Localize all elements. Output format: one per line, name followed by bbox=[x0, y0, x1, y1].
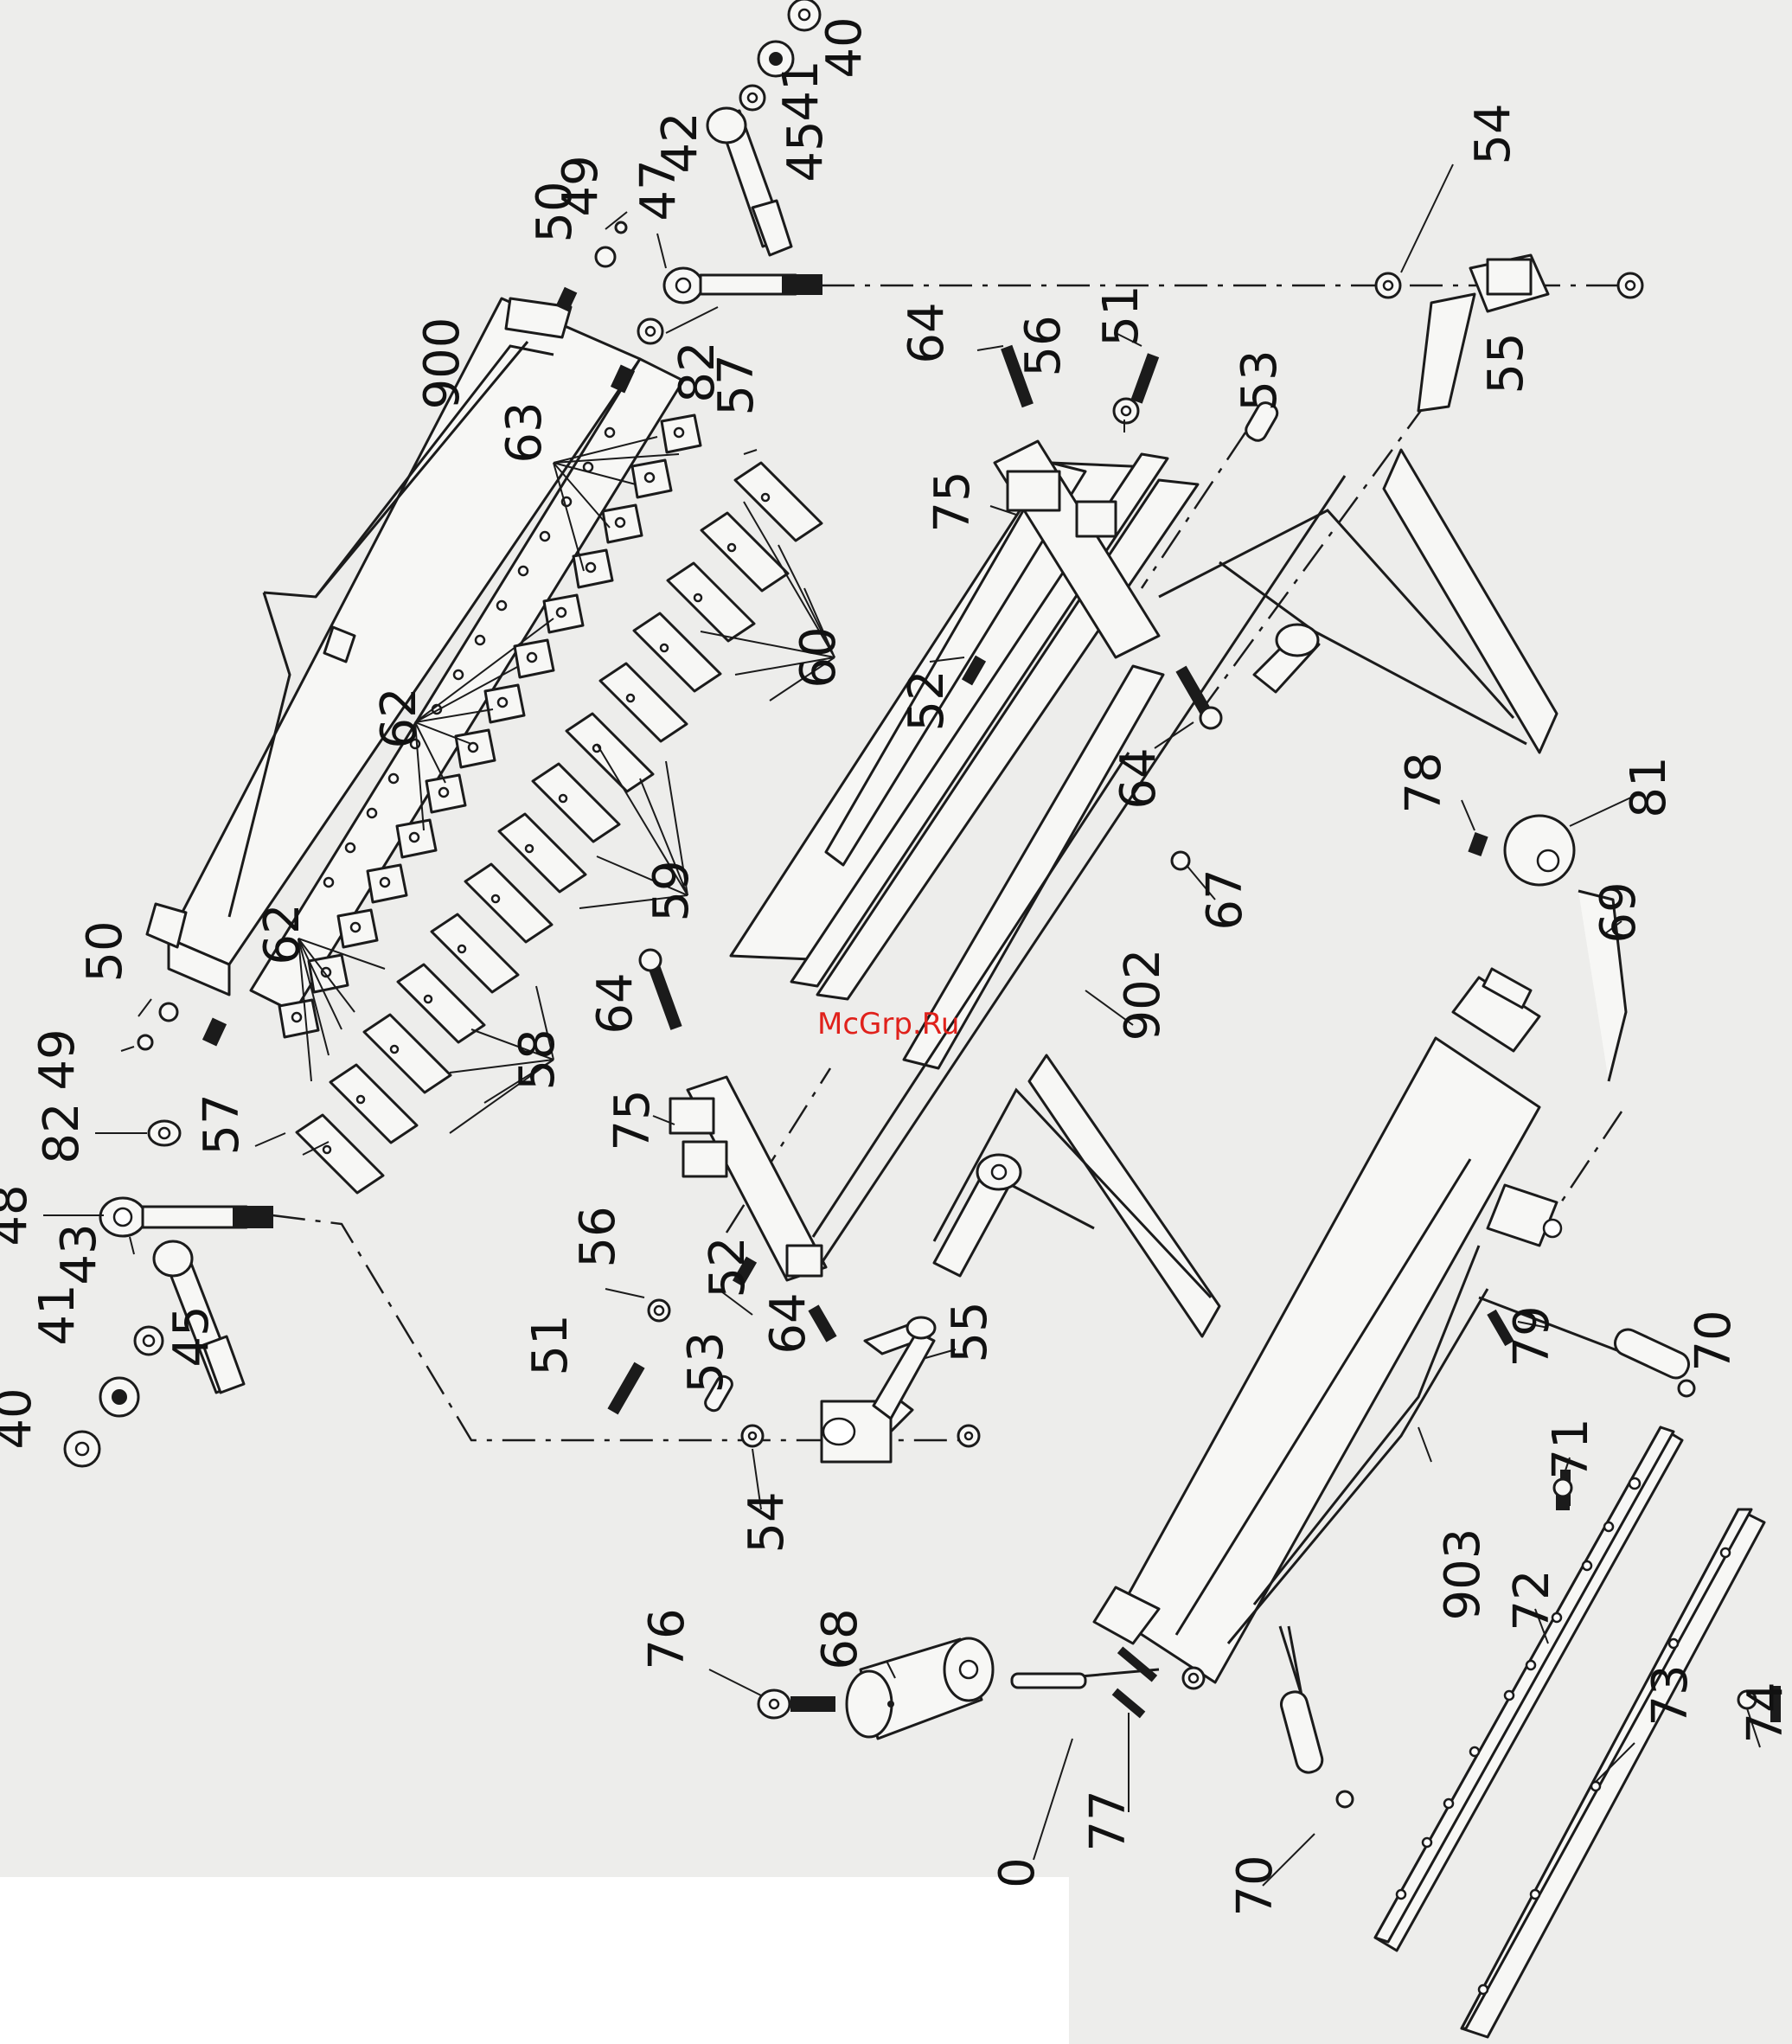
callout-label: 82 bbox=[669, 341, 726, 402]
callout-label: 45 bbox=[163, 1305, 220, 1367]
callout-label: 78 bbox=[1396, 752, 1452, 813]
callout-label: 79 bbox=[1504, 1305, 1560, 1367]
clamp-block bbox=[426, 775, 465, 812]
lower-frame-903 bbox=[1094, 969, 1561, 1695]
finger-plate bbox=[330, 1065, 417, 1143]
callout-label: 64 bbox=[760, 1292, 816, 1354]
callout-label: 56 bbox=[570, 1206, 626, 1267]
callout-label: 64 bbox=[587, 972, 643, 1034]
callout-label: 51 bbox=[522, 1314, 579, 1375]
watermark-text: McGrp.Ru bbox=[817, 1007, 959, 1041]
clamp-block bbox=[632, 460, 671, 497]
callout-label: 58 bbox=[509, 1028, 566, 1090]
callout-label: 70 bbox=[1686, 1310, 1742, 1371]
callout-label: 52 bbox=[899, 670, 955, 731]
callout-label: 40 bbox=[816, 16, 873, 78]
callout-label: 70 bbox=[1227, 1855, 1283, 1916]
callout-label: 49 bbox=[553, 155, 609, 216]
clamp-block bbox=[544, 595, 583, 632]
callout-label: 62 bbox=[254, 903, 310, 964]
callout-label: 41 bbox=[29, 1284, 86, 1345]
callout-label: 53 bbox=[1232, 349, 1288, 411]
callout-label: 42 bbox=[652, 112, 708, 173]
callout-label: 64 bbox=[1110, 747, 1167, 809]
clamp-block bbox=[456, 730, 495, 767]
callout-label: 40 bbox=[0, 1387, 42, 1449]
clamp-block bbox=[368, 865, 406, 902]
callout-label: 75 bbox=[605, 1089, 661, 1150]
callout-label: 68 bbox=[812, 1608, 868, 1669]
callout-label: 71 bbox=[1543, 1418, 1599, 1479]
clamp-block bbox=[397, 820, 436, 857]
callout-label: 60 bbox=[790, 626, 847, 688]
callout-label: 52 bbox=[700, 1236, 756, 1298]
callout-label: 62 bbox=[371, 687, 427, 748]
callout-label: 73 bbox=[1642, 1664, 1699, 1726]
callout-label: 903 bbox=[1435, 1528, 1491, 1621]
callout-label: 902 bbox=[1115, 949, 1171, 1041]
finger-plate bbox=[398, 964, 484, 1042]
callout-label: 56 bbox=[1015, 315, 1072, 376]
clamp-block bbox=[485, 685, 524, 722]
handle-assembly bbox=[1172, 796, 1635, 1081]
callout-label: 74 bbox=[1738, 1682, 1792, 1743]
callout-label: 57 bbox=[194, 1093, 250, 1155]
callout-label: 53 bbox=[678, 1331, 734, 1393]
finger-plate bbox=[499, 814, 586, 892]
callout-label: 51 bbox=[1093, 285, 1149, 346]
bottom-bars bbox=[1375, 1427, 1780, 2037]
callout-label: 45 bbox=[778, 120, 834, 182]
finger-plate bbox=[668, 563, 754, 641]
callout-label: 50 bbox=[77, 920, 133, 982]
callout-label: 49 bbox=[29, 1028, 86, 1090]
clamp-block bbox=[515, 640, 554, 677]
callout-label: 55 bbox=[1478, 332, 1534, 394]
clamp-block bbox=[603, 505, 642, 542]
finger-plate bbox=[600, 663, 687, 741]
callout-label: 67 bbox=[1197, 868, 1253, 930]
finger-plate bbox=[533, 764, 619, 842]
callout-label: 48 bbox=[0, 1184, 38, 1246]
callout-label: 77 bbox=[1080, 1790, 1136, 1851]
callout-label: 72 bbox=[1504, 1569, 1560, 1631]
finger-plate bbox=[735, 463, 822, 541]
callout-label: 69 bbox=[1590, 881, 1647, 943]
callout-label: 55 bbox=[942, 1301, 998, 1362]
callout-label: 75 bbox=[925, 471, 981, 532]
clamp-block bbox=[662, 415, 701, 452]
callout-label: 59 bbox=[643, 860, 700, 921]
finger-plate bbox=[432, 914, 518, 992]
callout-label: 63 bbox=[496, 401, 553, 463]
clamp-block bbox=[279, 1000, 318, 1037]
callout-label: 0 bbox=[989, 1857, 1046, 1888]
callout-label: 82 bbox=[34, 1102, 90, 1163]
callout-label: 54 bbox=[1465, 103, 1521, 164]
finger-plate bbox=[634, 613, 720, 691]
finger-plate bbox=[364, 1015, 451, 1092]
callout-label: 54 bbox=[739, 1491, 795, 1553]
callout-label: 81 bbox=[1621, 756, 1677, 817]
callout-label: 900 bbox=[414, 317, 470, 410]
callout-label: 76 bbox=[639, 1608, 695, 1669]
finger-plate bbox=[297, 1115, 383, 1193]
callout-label: 43 bbox=[51, 1223, 107, 1285]
callout-label: 64 bbox=[899, 302, 955, 363]
finger-plate bbox=[465, 864, 552, 942]
finger-plate bbox=[701, 513, 788, 591]
clamp-block bbox=[338, 910, 377, 947]
